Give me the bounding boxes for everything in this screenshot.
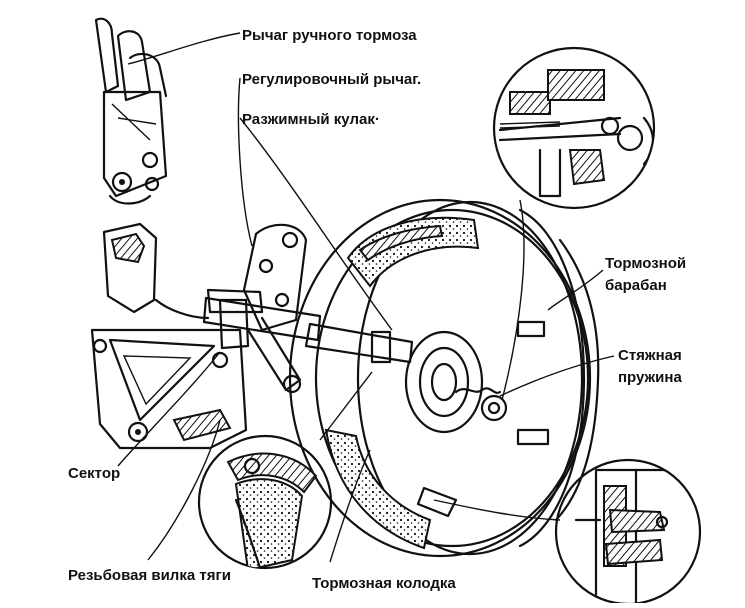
label-expanding-cam: Разжимный кулак· bbox=[242, 111, 380, 128]
label-tension-spring-line1: Стяжная bbox=[618, 347, 682, 364]
label-brake-drum-line1: Тормозной bbox=[605, 255, 686, 272]
label-adjusting-lever: Регулировочный рычаг. bbox=[242, 71, 421, 88]
sector-drawing bbox=[90, 222, 264, 450]
label-threaded-fork: Резьбовая вилка тяги bbox=[68, 567, 231, 584]
text-labels: Рычаг ручного тормоза Регулировочный рыч… bbox=[68, 27, 686, 592]
handbrake-lever-drawing bbox=[94, 17, 168, 205]
label-brake-drum-line2: барабан bbox=[605, 277, 667, 294]
leader-lines bbox=[117, 32, 615, 563]
label-brake-shoe: Тормозная колодка bbox=[312, 575, 456, 592]
zoom-detail-bottom-right bbox=[554, 458, 702, 606]
label-handbrake-lever: Рычаг ручного тормоза bbox=[242, 27, 417, 44]
zoom-detail-bottom-left bbox=[197, 434, 333, 570]
label-sector: Сектор bbox=[68, 465, 120, 482]
zoom-detail-top bbox=[492, 46, 656, 210]
adjusting-lever-drawing bbox=[202, 223, 322, 394]
brake-drum-drawing bbox=[288, 198, 600, 558]
label-tension-spring-line2: пружина bbox=[618, 369, 682, 386]
